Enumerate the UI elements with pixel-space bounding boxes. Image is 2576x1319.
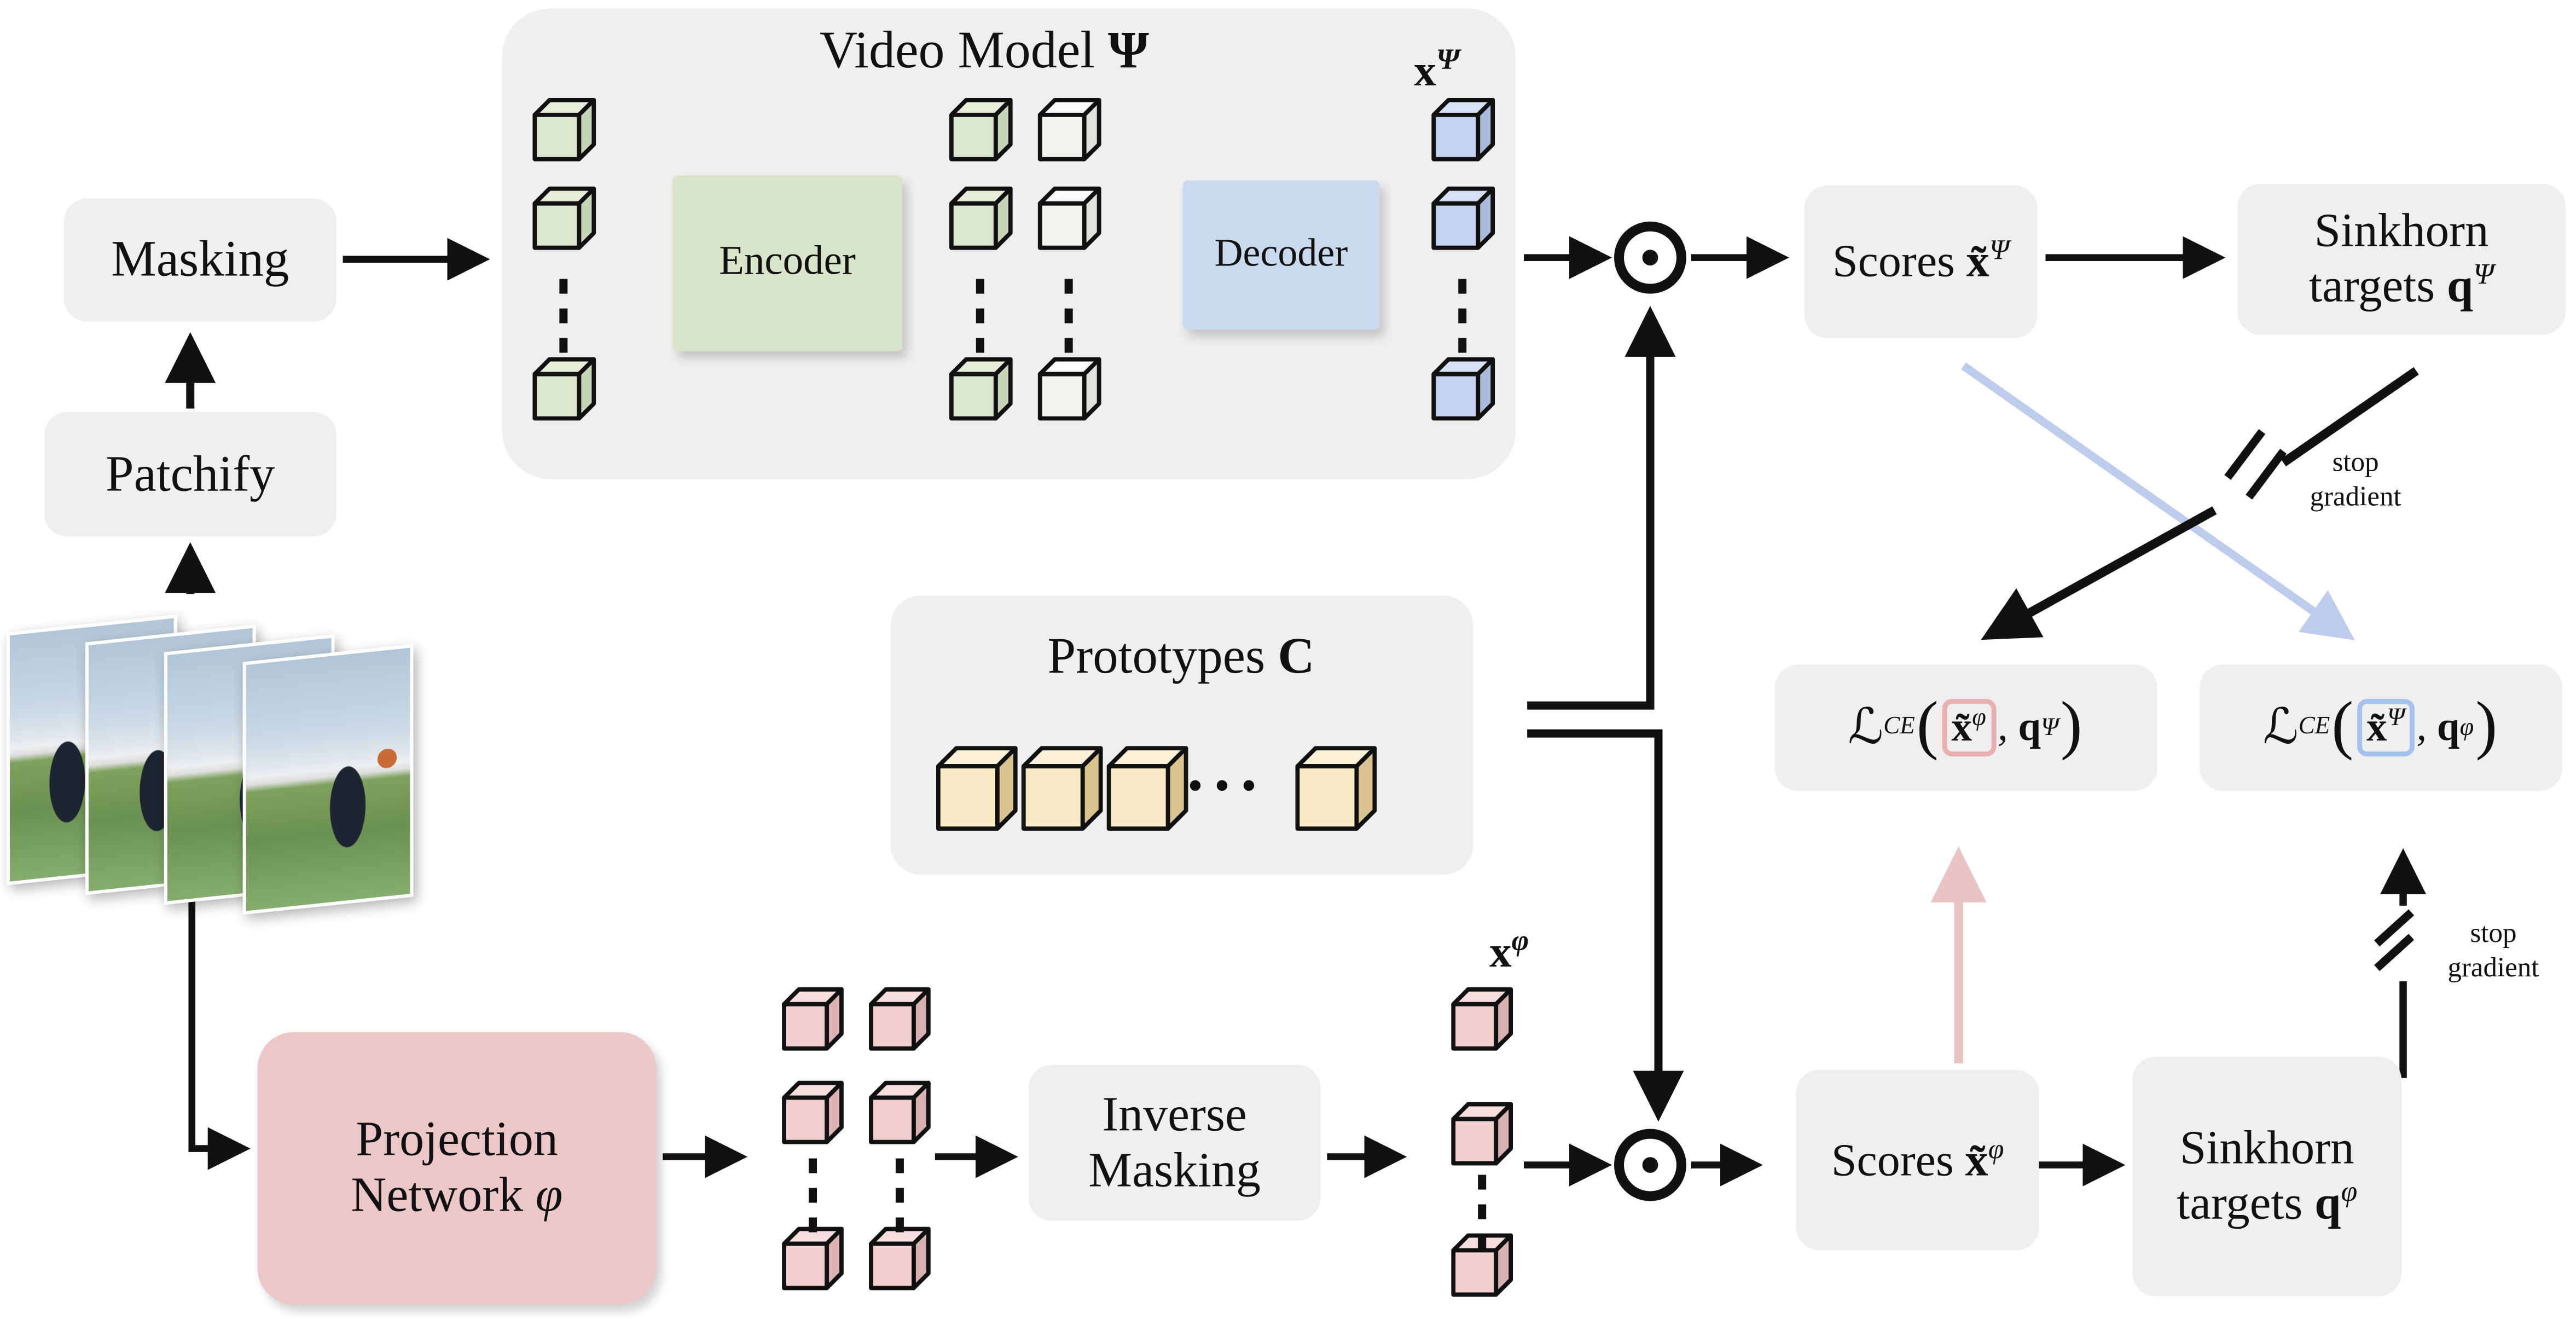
ellipsis-vertical <box>1458 279 1467 353</box>
token-cubes <box>532 97 1513 1297</box>
ellipsis-vertical <box>1478 1175 1487 1249</box>
x-phi-label: xφ <box>1489 923 1529 976</box>
stop-gradient-slash-icon <box>2374 909 2415 947</box>
ellipsis-vertical <box>895 1158 904 1233</box>
masking-label: Masking <box>111 230 289 288</box>
sinkhorn-psi-box: Sinkhorn targets qΨ <box>2237 183 2566 335</box>
scores-psi-box: Scores x̃Ψ <box>1804 185 2038 338</box>
flow-arrows <box>165 236 2226 1187</box>
prototype-line-up <box>1527 305 1676 710</box>
arrow-scorespsi-to-lossright <box>1961 362 2355 640</box>
scores-phi-box: Scores x̃φ <box>1796 1069 2039 1251</box>
loss-operator: ℒ <box>1848 699 1884 757</box>
odot-operator-icon <box>1614 221 1686 294</box>
prototype-line-down <box>1527 729 1684 1122</box>
sinkhorn-psi-label: Sinkhorn targets qΨ <box>2308 204 2494 314</box>
projection-network-label: Projection Network φ <box>351 1112 563 1223</box>
decoder-box: Decoder <box>1182 180 1380 330</box>
sinkhorn-phi-label: Sinkhorn targets qφ <box>2177 1121 2358 1230</box>
odot-operator-icon <box>1614 1129 1686 1201</box>
phi-symbol: φ <box>535 1168 563 1223</box>
decoder-label: Decoder <box>1214 232 1348 275</box>
C-symbol: C <box>1278 627 1315 685</box>
encoder-label: Encoder <box>719 240 856 285</box>
ellipsis-vertical <box>559 279 568 353</box>
inverse-masking-box: Inverse Masking <box>1028 1065 1321 1221</box>
prototypes-ellipsis: ··· <box>1184 748 1265 822</box>
ellipsis-vertical <box>809 1158 817 1233</box>
loss-operator: ℒ <box>2262 699 2299 757</box>
arrow-sinkhornpsi-to-lossleft <box>1981 367 2419 640</box>
ellipsis-vertical <box>1064 279 1073 353</box>
scores-phi-label: Scores x̃φ <box>1831 1133 2004 1187</box>
x-psi-label: xΨ <box>1414 42 1460 95</box>
scores-psi-label: Scores x̃Ψ <box>1832 235 2010 288</box>
inverse-masking-label: Inverse Masking <box>1088 1087 1261 1197</box>
sinkhorn-phi-box: Sinkhorn targets qφ <box>2132 1056 2402 1297</box>
prototype-junction <box>1527 305 1684 1122</box>
arrow-frames-to-projection <box>188 894 251 1170</box>
arrow-sinkhornphi-to-lossright <box>2374 848 2426 1078</box>
encoder-box: Encoder <box>672 175 902 351</box>
stop-gradient-slash-icon <box>2374 934 2415 971</box>
video-frame <box>242 644 414 915</box>
patchify-box: Patchify <box>44 412 336 537</box>
stop-gradient-slash-icon <box>2246 448 2287 500</box>
video-model-title: Video Model Ψ <box>819 19 1149 79</box>
blue-highlight-frame: x̃Ψ <box>2357 698 2415 757</box>
psi-symbol: Ψ <box>1107 19 1149 79</box>
stop-gradient-slash-icon <box>2224 429 2266 480</box>
pink-highlight-frame: x̃φ <box>1941 698 1996 757</box>
prototypes-title: Prototypes C <box>1047 627 1315 685</box>
patchify-label: Patchify <box>105 444 275 502</box>
ellipsis-vertical <box>976 279 984 353</box>
projection-network-box: Projection Network φ <box>257 1032 657 1305</box>
masking-box: Masking <box>63 198 336 322</box>
